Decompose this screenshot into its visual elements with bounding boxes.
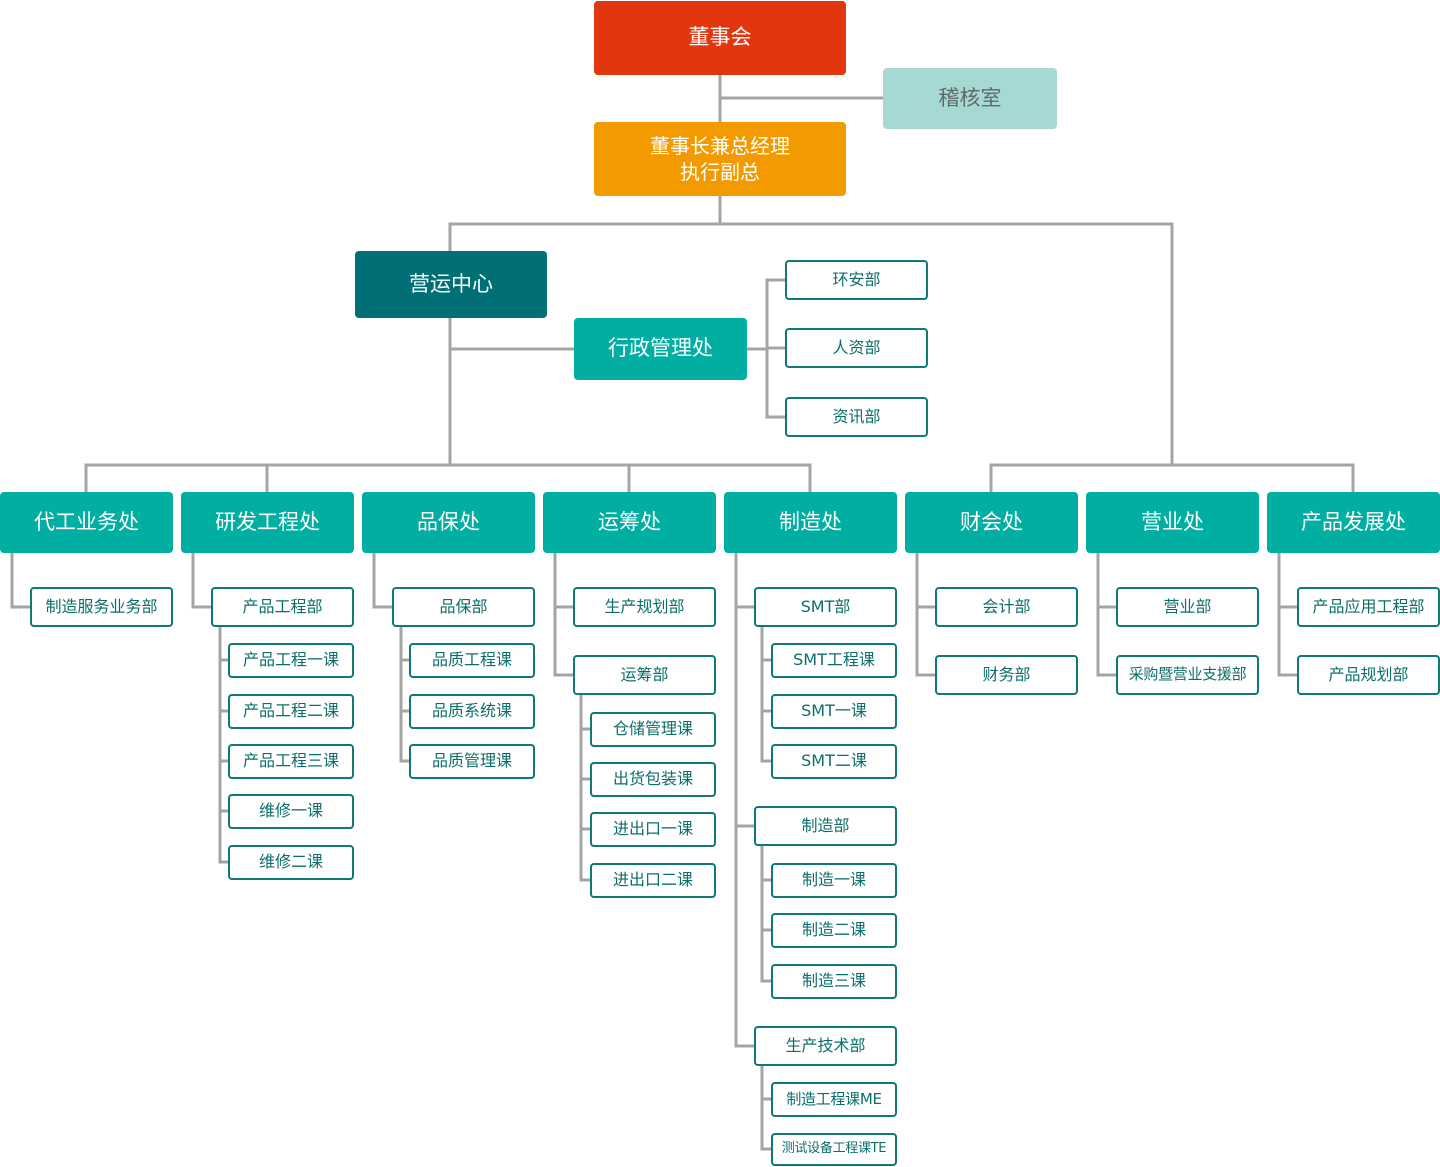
node-env: 环安部 [785,260,928,300]
node-rd-5: 维修一课 [228,794,354,829]
node-plan-5: 进出口一课 [590,812,716,847]
node-plan: 运筹处 [543,492,716,553]
node-ceo: 董事长兼总经理 执行副总 [594,122,846,196]
node-sales: 营业处 [1086,492,1259,553]
node-mfg-3: SMT一课 [771,694,897,729]
node-qa-3: 品质系统课 [409,694,535,729]
node-oem-1: 制造服务业务部 [30,587,173,627]
node-sales-2: 采购暨营业支援部 [1116,655,1259,695]
node-qa: 品保处 [362,492,535,553]
node-pd-1: 产品应用工程部 [1297,587,1440,627]
node-mfg-4: SMT二课 [771,744,897,779]
node-plan-3: 仓储管理课 [590,712,716,747]
node-plan-4: 出货包装课 [590,762,716,797]
node-board: 董事会 [594,1,846,75]
node-sales-1: 营业部 [1116,587,1259,627]
node-oem: 代工业务处 [0,492,173,553]
node-rd: 研发工程处 [181,492,354,553]
node-audit: 稽核室 [883,68,1057,129]
node-rd-2: 产品工程一课 [228,643,354,678]
node-mfg-5: 制造部 [754,806,897,846]
node-rd-1: 产品工程部 [211,587,354,627]
node-plan-1: 生产规划部 [573,587,716,627]
node-plan-2: 运筹部 [573,655,716,695]
node-it: 资讯部 [785,397,928,437]
node-mfg-9: 生产技术部 [754,1026,897,1066]
node-admin: 行政管理处 [574,318,747,380]
node-fin-1: 会计部 [935,587,1078,627]
node-mfg-10: 制造工程课ME [771,1082,897,1117]
node-fin: 财会处 [905,492,1078,553]
node-qa-4: 品质管理课 [409,744,535,779]
node-qa-2: 品质工程课 [409,643,535,678]
node-mfg: 制造处 [724,492,897,553]
node-plan-6: 进出口二课 [590,863,716,898]
node-mfg-11: 测试设备工程课TE [771,1133,897,1166]
node-pd: 产品发展处 [1267,492,1440,553]
node-mfg-8: 制造三课 [771,964,897,999]
node-rd-6: 维修二课 [228,845,354,880]
node-mfg-6: 制造一课 [771,863,897,898]
node-mfg-2: SMT工程课 [771,643,897,678]
node-pd-2: 产品规划部 [1297,655,1440,695]
node-fin-2: 财务部 [935,655,1078,695]
node-qa-1: 品保部 [392,587,535,627]
node-mfg-1: SMT部 [754,587,897,627]
node-rd-4: 产品工程三课 [228,744,354,779]
node-rd-3: 产品工程二课 [228,694,354,729]
node-ops-center: 营运中心 [355,251,547,318]
node-hr: 人资部 [785,328,928,368]
node-mfg-7: 制造二课 [771,913,897,948]
